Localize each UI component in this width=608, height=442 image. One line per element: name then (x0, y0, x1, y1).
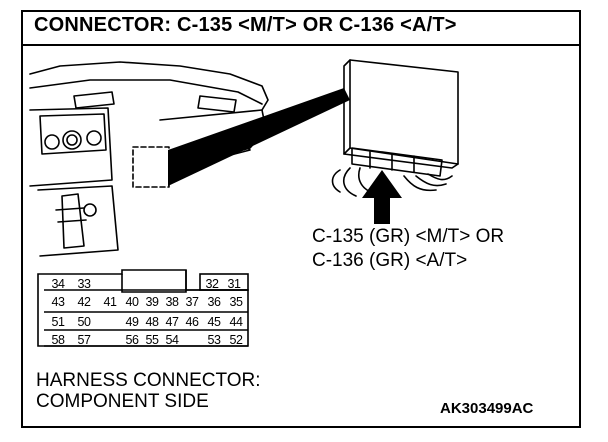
ecu-connector (351, 147, 443, 177)
pin-54: 54 (165, 333, 179, 347)
knob-left-icon (44, 134, 60, 150)
ecu-connector-ribs (369, 151, 415, 173)
dashboard-outline (29, 61, 269, 111)
pin-31: 31 (227, 277, 241, 291)
ecu-module-base (343, 153, 459, 169)
pin-32: 32 (205, 277, 219, 291)
pin-52: 52 (229, 333, 243, 347)
connector-callout-line-1: C-135 (GR) <M/T> OR (312, 226, 505, 247)
pin-47: 47 (165, 315, 179, 329)
pin-34: 34 (51, 277, 65, 291)
pin-56: 56 (125, 333, 139, 347)
shifter-slot (61, 193, 85, 249)
component-side-label: COMPONENT SIDE (36, 391, 209, 412)
title-divider (21, 44, 581, 46)
pin-57: 57 (77, 333, 91, 347)
connector-arrow (362, 170, 402, 224)
ecu-module (349, 59, 459, 165)
pin-grid (44, 289, 248, 347)
pin-38: 38 (165, 295, 179, 309)
harness-connector-label: HARNESS CONNECTOR: (36, 370, 261, 391)
pin-42: 42 (77, 295, 91, 309)
knob-center-inner (66, 134, 78, 146)
connector-callout-line-2: C-136 (GR) <A/T> (312, 250, 468, 271)
pin-41: 41 (103, 295, 117, 309)
shifter-knob-icon (83, 203, 97, 217)
connector-location-marker (132, 146, 170, 188)
vent-right (197, 95, 237, 113)
pin-44: 44 (229, 315, 243, 329)
shifter-gate (55, 207, 87, 223)
pin-48: 48 (145, 315, 159, 329)
pin-40: 40 (125, 295, 139, 309)
pin-46: 46 (185, 315, 199, 329)
pin-53: 53 (207, 333, 221, 347)
wire-harness (331, 167, 453, 197)
pin-45: 45 (207, 315, 221, 329)
vent-left (73, 91, 115, 109)
pin-50: 50 (77, 315, 91, 329)
pin-37: 37 (185, 295, 199, 309)
lower-console (37, 185, 119, 257)
pointer-wedge (168, 88, 350, 186)
pin-43: 43 (51, 295, 65, 309)
pin-51: 51 (51, 315, 65, 329)
dashboard-top-edge (29, 79, 263, 105)
figure-code: AK303499AC (440, 400, 534, 417)
pin-housing-key (121, 270, 187, 293)
diagram-title: CONNECTOR: C-135 <M/T> OR C-136 <A/T> (34, 14, 457, 36)
knob-center-icon (62, 130, 82, 150)
ecu-module-side (343, 59, 351, 155)
pin-39: 39 (145, 295, 159, 309)
pin-35: 35 (229, 295, 243, 309)
pin-58: 58 (51, 333, 65, 347)
pin-49: 49 (125, 315, 139, 329)
pin-36: 36 (207, 295, 221, 309)
center-console (29, 107, 113, 187)
pin-33: 33 (77, 277, 91, 291)
knob-right-icon (86, 130, 102, 146)
head-unit (39, 113, 107, 155)
pin-55: 55 (145, 333, 159, 347)
